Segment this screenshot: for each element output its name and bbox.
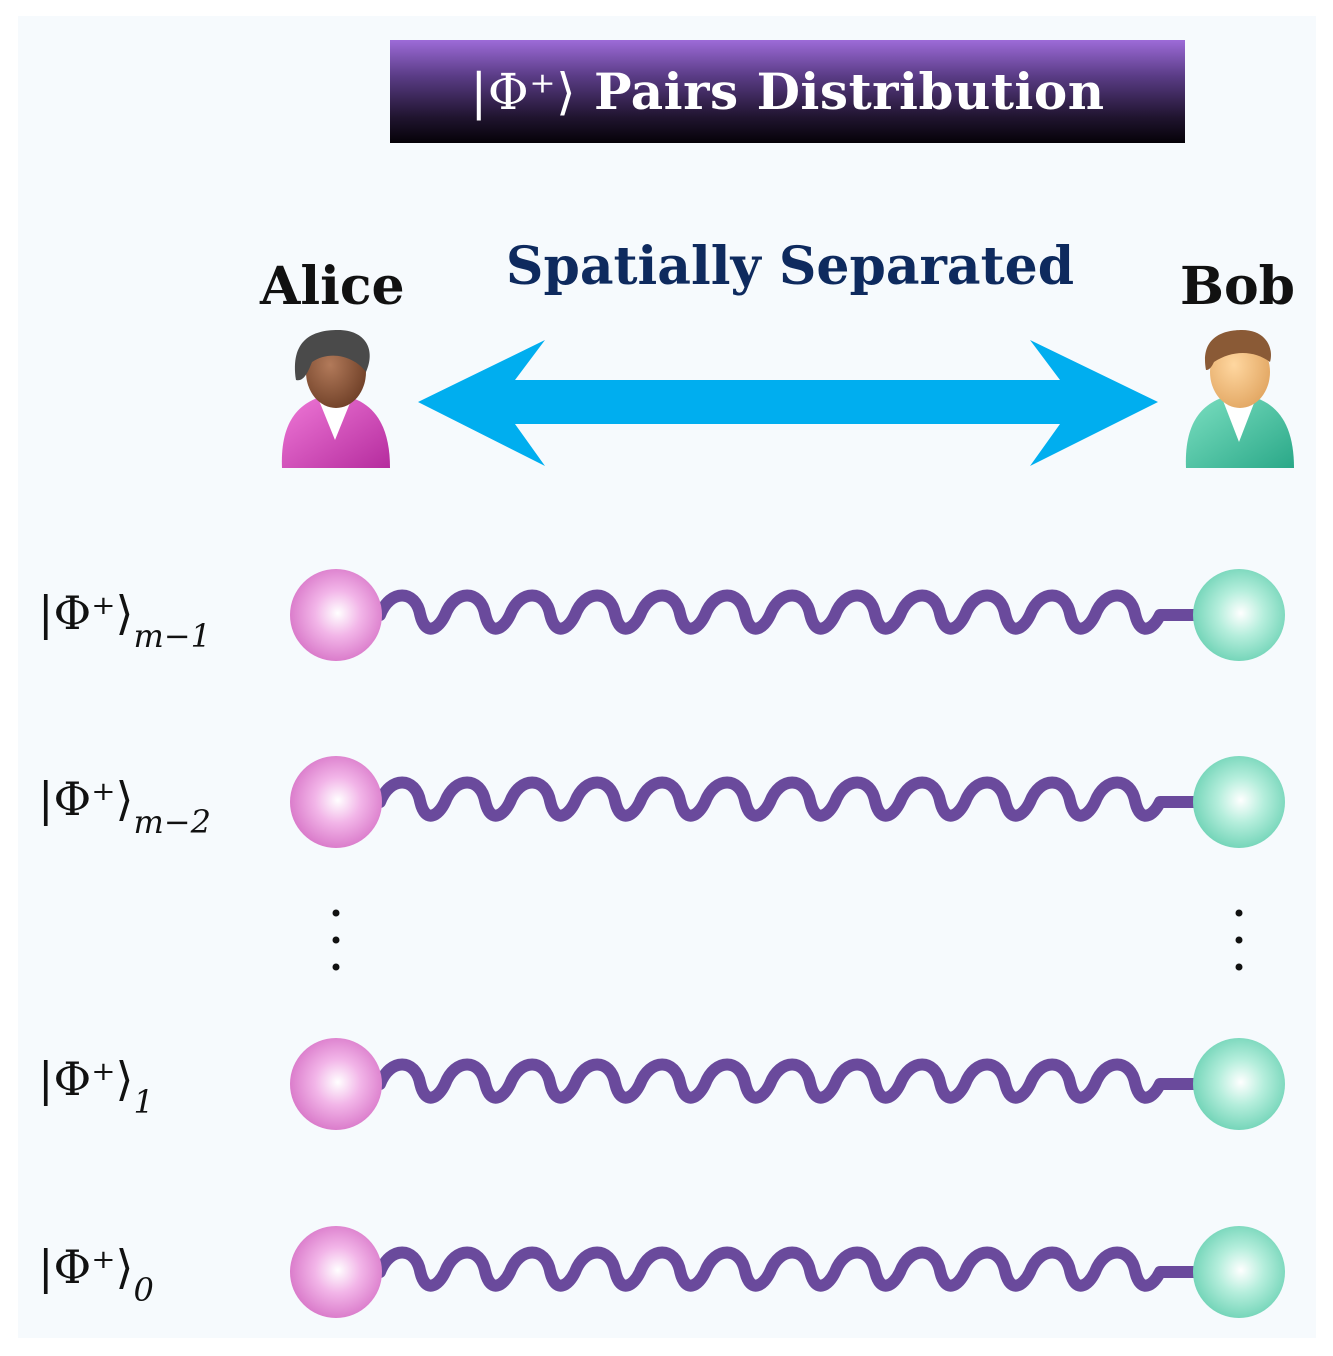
pair-ket: |Φ⁺⟩ (38, 772, 134, 826)
diagram-panel (18, 16, 1316, 1338)
pair-subscript: 1 (133, 1083, 154, 1121)
pair-ket: |Φ⁺⟩ (38, 1240, 134, 1294)
entangled-pair (290, 756, 1285, 848)
pair-label-0: |Φ⁺⟩0 (38, 1240, 154, 1309)
pair-label-m-1: |Φ⁺⟩m−1 (38, 586, 211, 655)
pair-label-1: |Φ⁺⟩1 (38, 1052, 154, 1121)
entangled-pair (290, 569, 1285, 661)
bob-ellipsis (1235, 909, 1243, 971)
pair-subscript: m−2 (133, 803, 211, 841)
pair-subscript: 0 (133, 1271, 154, 1309)
bob-particle (1193, 1038, 1285, 1130)
bob-avatar-icon (1185, 330, 1294, 468)
alice-particle (290, 756, 382, 848)
entanglement-wave (374, 776, 1203, 822)
bob-particle (1193, 569, 1285, 661)
entangled-pair (290, 1038, 1285, 1130)
title-banner: |Φ⁺⟩ Pairs Distribution (390, 40, 1185, 143)
bob-name: Bob (1180, 256, 1295, 317)
pair-ket: |Φ⁺⟩ (38, 586, 134, 640)
entanglement-wave (374, 1058, 1203, 1104)
alice-particle (290, 1038, 382, 1130)
alice-avatar-icon (281, 330, 390, 468)
alice-name: Alice (260, 256, 405, 317)
alice-particle (290, 569, 382, 661)
pair-label-m-2: |Φ⁺⟩m−2 (38, 772, 211, 841)
pairs-layer (290, 569, 1285, 1318)
pair-ket: |Φ⁺⟩ (38, 1052, 134, 1106)
alice-ellipsis (332, 909, 340, 971)
title-label: Pairs Distribution (594, 62, 1105, 121)
title-text: |Φ⁺⟩ Pairs Distribution (470, 62, 1104, 121)
bob-particle (1193, 1226, 1285, 1318)
entanglement-wave (374, 589, 1203, 635)
alice-particle (290, 1226, 382, 1318)
entangled-pair (290, 1226, 1285, 1318)
separation-label: Spatially Separated (505, 236, 1075, 297)
entanglement-wave (374, 1246, 1203, 1292)
separation-arrow (418, 340, 1158, 466)
pair-subscript: m−1 (133, 617, 211, 655)
title-ket: |Φ⁺⟩ (470, 63, 577, 121)
bob-particle (1193, 756, 1285, 848)
